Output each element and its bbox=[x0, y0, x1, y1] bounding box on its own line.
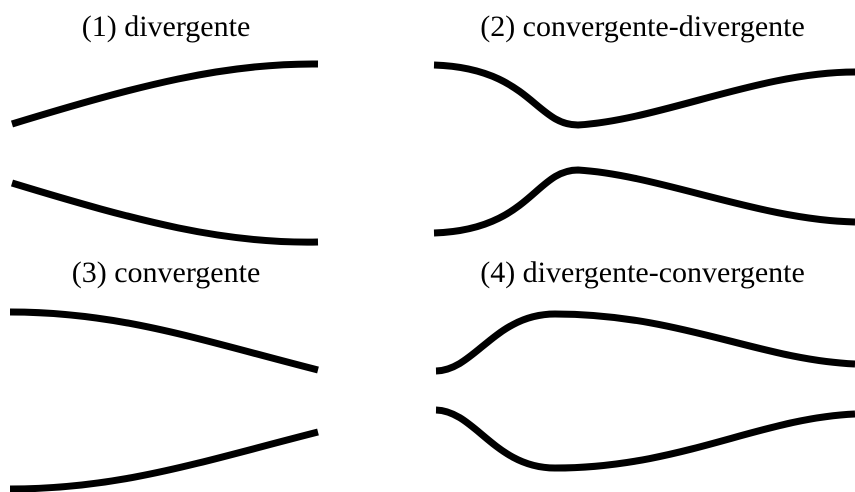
panel-2-upper-wall bbox=[433, 61, 855, 129]
panel-2-title: (2) convergente-divergente bbox=[480, 10, 805, 43]
panel-4-divergent-convergent-nozzle bbox=[435, 310, 855, 472]
panel-3-lower-wall bbox=[9, 428, 319, 492]
panel-2-lower-wall bbox=[433, 166, 855, 237]
panel-1-upper-wall bbox=[10, 60, 319, 128]
panel-3-title: (3) convergente bbox=[71, 256, 261, 289]
panel-3-upper-wall bbox=[9, 308, 319, 374]
panel-4-title: (4) divergente-convergente bbox=[480, 256, 805, 289]
panel-1-title: (1) divergente bbox=[81, 10, 251, 43]
panel-1-lower-wall bbox=[10, 179, 319, 246]
panel-4-upper-wall bbox=[435, 310, 855, 375]
panel-1-divergent-nozzle bbox=[10, 60, 319, 246]
panel-4-lower-wall bbox=[435, 406, 855, 472]
panel-2-convergent-divergent-nozzle bbox=[433, 61, 855, 237]
panel-3-convergent-nozzle bbox=[9, 308, 319, 492]
